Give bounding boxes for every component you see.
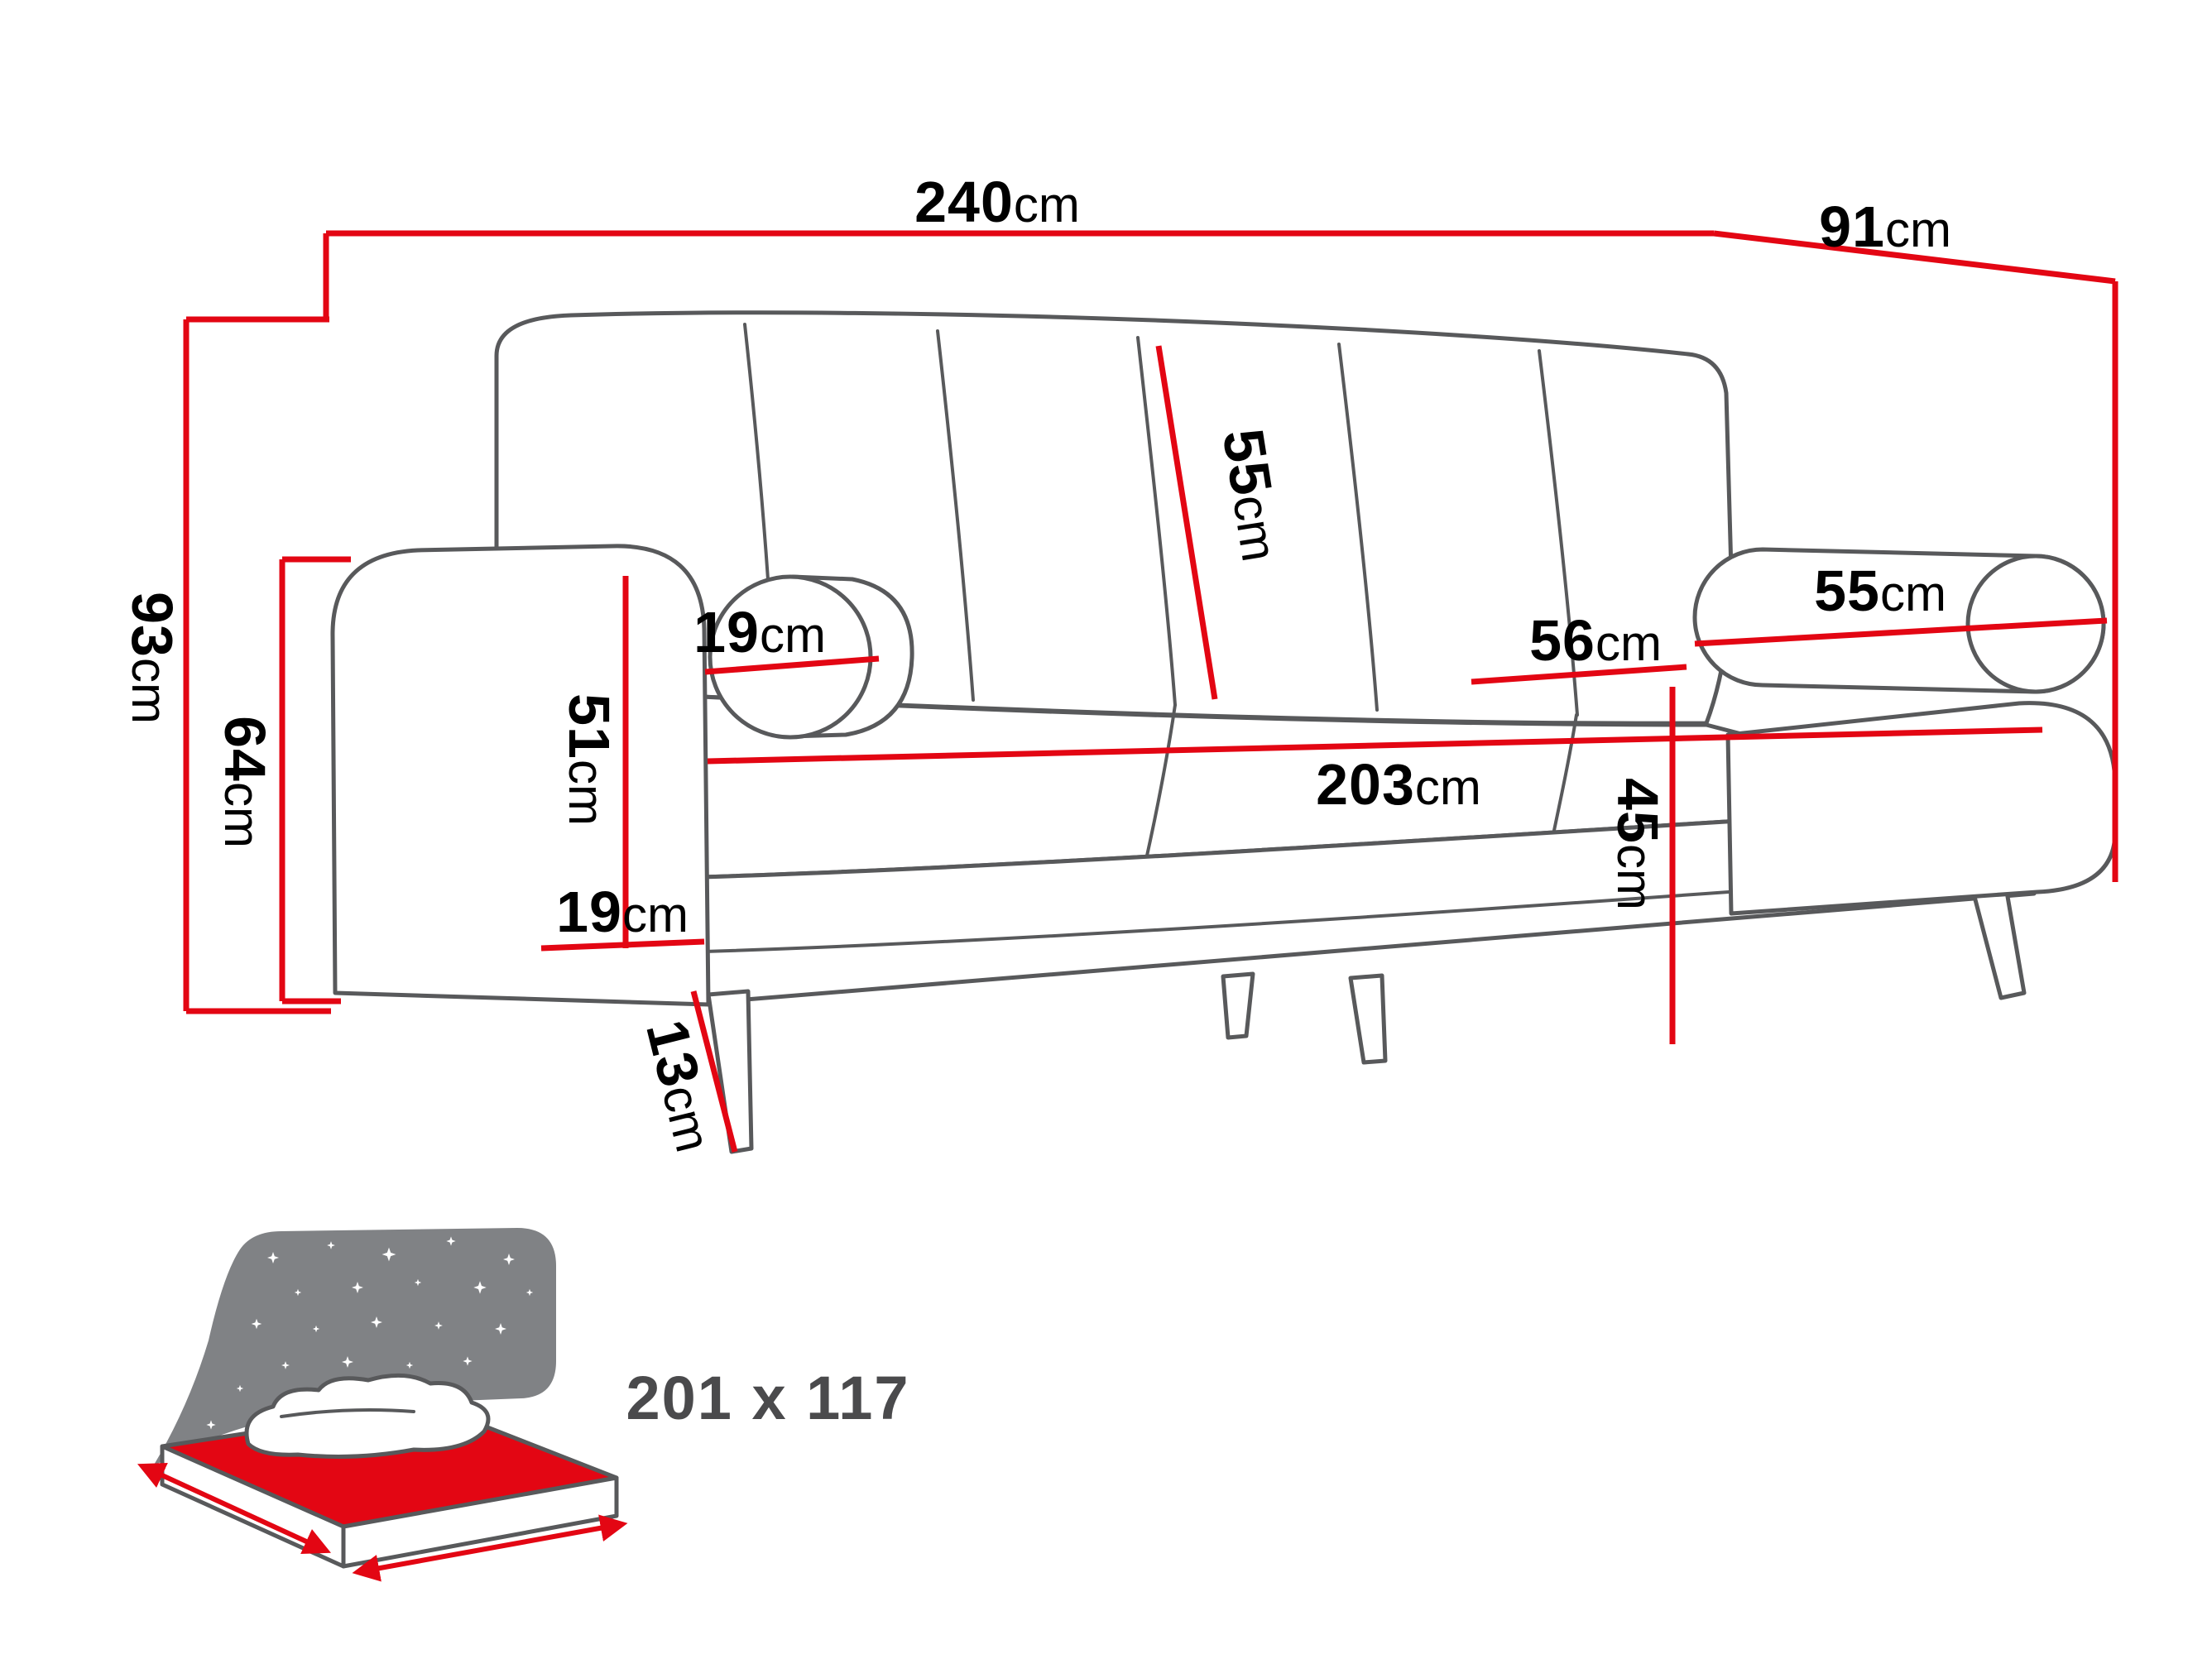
label-bolster-diameter: 19cm: [693, 600, 826, 664]
label-overall-height: 93cm: [120, 592, 185, 724]
sofa-leg-middle-right: [1348, 973, 1388, 1065]
dim-line-armrest-width: [540, 938, 705, 952]
sofa-leg-right: [1970, 885, 2027, 1000]
label-armrest-front-height: 51cm: [557, 693, 621, 826]
dim-line-overall-depth: [1713, 230, 2116, 285]
bed-width-arrow: [137, 1463, 331, 1554]
label-seat-depth: 56cm: [1529, 608, 1662, 673]
dimension-lines: [183, 230, 2118, 1153]
backrest-seam: [936, 329, 975, 702]
label-backrest-height: 55cm: [1211, 424, 1295, 565]
label-overall-depth: 91cm: [1819, 194, 1951, 259]
bed-duvet: [244, 1373, 491, 1459]
label-bolster-length: 55cm: [1814, 559, 1946, 623]
bed-size-label: 201 x 117: [626, 1364, 909, 1432]
sofa-leg-middle-left: [1221, 971, 1255, 1040]
sofa-armrest-left: [330, 544, 711, 1007]
dim-line-leg-height: [690, 990, 738, 1153]
bed-duvet-fold: [280, 1408, 415, 1418]
backrest-seam: [1337, 343, 1379, 712]
bed-headboard-panel: [153, 1228, 556, 1466]
sleeping-function-bed-icon: [137, 1228, 628, 1582]
dimension-labels: 240cm 91cm 93cm 64cm 19cm 55cm 56cm 55cm…: [120, 170, 1951, 1158]
label-seat-height: 45cm: [1605, 778, 1670, 910]
dim-line-backrest-height: [1155, 345, 1218, 700]
dim-line-seat-depth: [1471, 664, 1687, 685]
dim-line-bolster-length: [1694, 617, 2108, 647]
label-seat-width: 203cm: [1316, 752, 1481, 817]
sofa-drawing: [330, 310, 2118, 1154]
seat-seam: [1142, 703, 1177, 872]
bed-length-arrow: [352, 1514, 628, 1582]
dim-line-bolster-diameter: [704, 655, 880, 675]
label-armrest-width: 19cm: [556, 880, 689, 944]
label-armrest-back-height: 64cm: [213, 716, 277, 848]
backrest-seam: [1136, 336, 1177, 707]
dim-line-seat-width: [707, 726, 2043, 765]
label-overall-width: 240cm: [914, 170, 1080, 234]
backrest-seam: [1538, 349, 1579, 717]
